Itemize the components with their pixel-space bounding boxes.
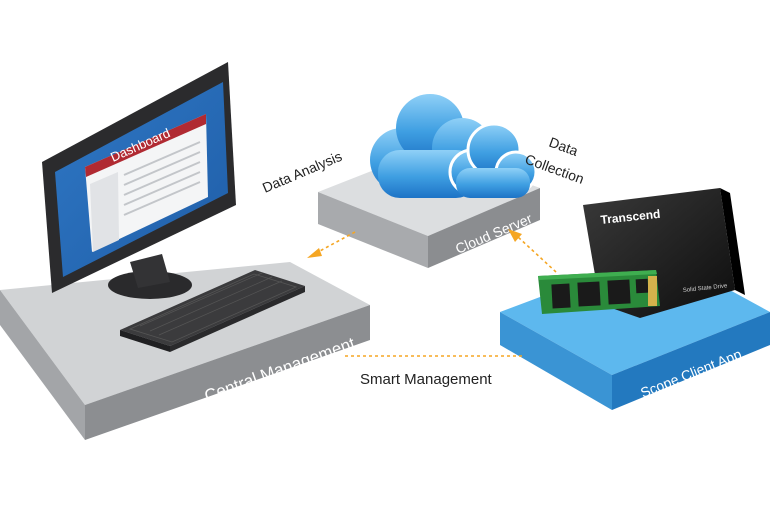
keyboard [120, 270, 305, 352]
client-platform-front-side [612, 312, 770, 410]
data-analysis-arrowhead [307, 248, 322, 258]
edge-smart-management: Smart Management [345, 355, 522, 388]
smart-management-label: Smart Management [360, 371, 493, 388]
m2-chip-2 [577, 281, 601, 307]
monitor: Dashboard [42, 62, 236, 299]
monitor-stand-neck [130, 254, 170, 288]
cloud-platform-left-side [318, 192, 428, 268]
keyboard-keys [128, 273, 298, 343]
m2-connector [648, 276, 657, 306]
m2-chip-1 [551, 283, 571, 309]
dashboard-title-bar [85, 114, 206, 177]
data-collection-arrowhead [508, 229, 522, 242]
keyboard-body [120, 270, 305, 346]
data-collection-label-line1: Data [547, 134, 580, 159]
client-platform-left-side [500, 312, 612, 410]
dashboard-sidebar [90, 172, 119, 252]
cloud-icon [370, 94, 538, 198]
ssd-caption: Solid State Drive [683, 283, 729, 294]
central-platform-front-side [85, 305, 370, 440]
cloud-platform-front-side [428, 188, 540, 268]
ssd-brand: Transcend [600, 207, 661, 227]
m2-chip-3 [607, 279, 631, 305]
central-platform-left-side [0, 290, 85, 440]
m2-chip-4 [635, 278, 649, 294]
data-analysis-arrow-line [317, 231, 356, 253]
m2-module [538, 270, 660, 314]
data-collection-arrow-line [517, 236, 557, 273]
